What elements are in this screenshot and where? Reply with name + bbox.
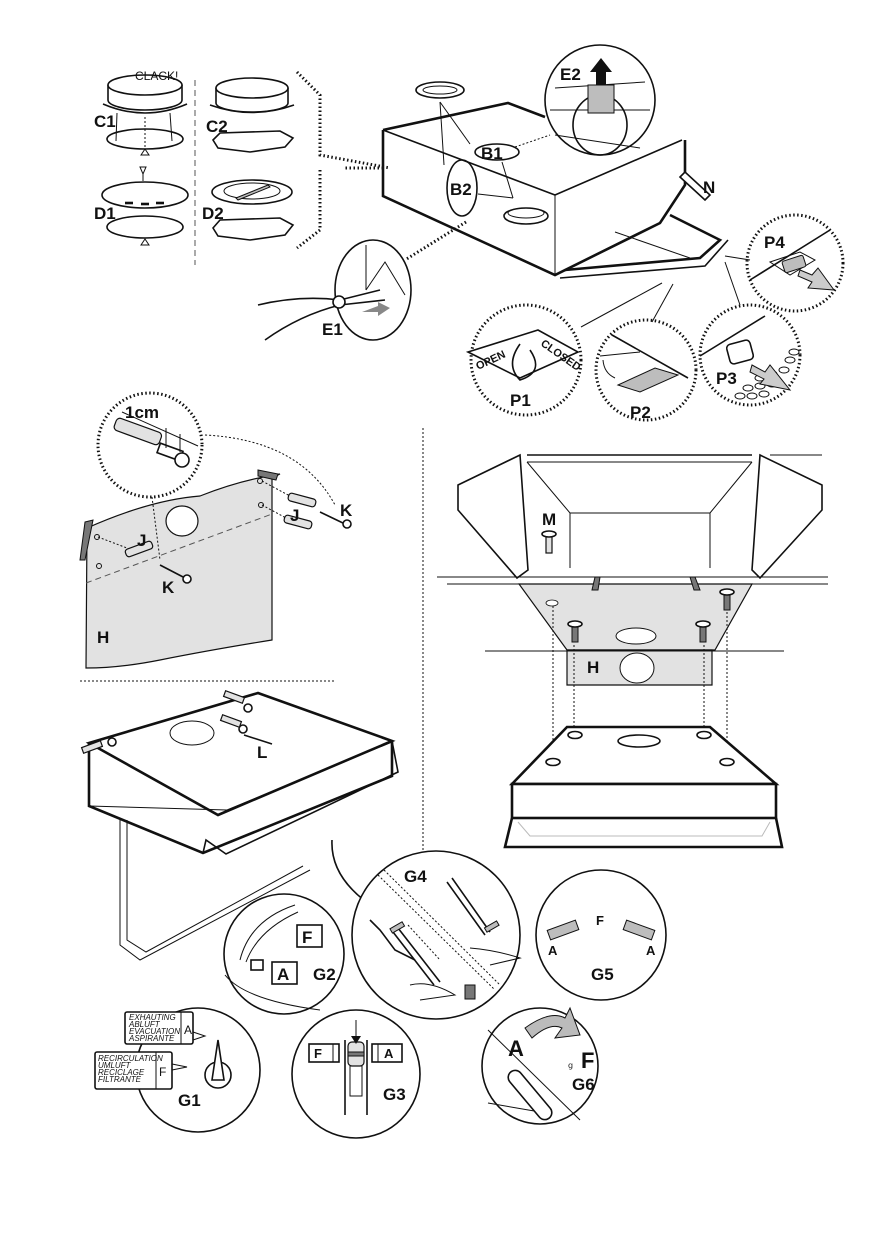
label-j-left: J xyxy=(137,531,146,550)
g5-a-right: A xyxy=(646,943,656,958)
label-p2: P2 xyxy=(630,403,651,422)
detail-g5: F A A G5 xyxy=(535,869,667,1001)
bracket-top xyxy=(295,70,391,170)
label-p4: P4 xyxy=(764,233,785,252)
detail-g4: G4 xyxy=(331,839,522,1020)
g3-a: A xyxy=(384,1046,394,1061)
label-g4: G4 xyxy=(404,867,427,886)
c1-connector xyxy=(102,74,188,156)
g2-f: F xyxy=(302,928,312,947)
plug-j-left xyxy=(97,536,154,558)
detail-g3: F A G3 xyxy=(291,1009,421,1139)
g1-exhaust-line-4: ASPIRANTE xyxy=(128,1034,175,1043)
screw-k-left xyxy=(159,564,192,584)
arrow-down-icon xyxy=(351,1036,361,1044)
g1-recirc-line-4: FILTRANTE xyxy=(98,1075,142,1084)
detail-p3: P3 xyxy=(698,303,802,407)
bracket-bottom xyxy=(296,170,322,250)
opening-b1 xyxy=(474,143,520,161)
label-p3: P3 xyxy=(716,369,737,388)
label-j-right: J xyxy=(290,506,299,525)
label-g2: G2 xyxy=(313,965,336,984)
label-n: N xyxy=(703,178,715,197)
label-g1: G1 xyxy=(178,1091,201,1110)
label-g3: G3 xyxy=(383,1085,406,1104)
g1-exhaust-letter: A xyxy=(184,1023,192,1037)
label-g6: G6 xyxy=(572,1075,595,1094)
screw-l xyxy=(238,724,273,745)
detail-p2: P2 xyxy=(594,318,698,422)
detail-g2: F A G2 xyxy=(223,893,345,1015)
slider-n xyxy=(678,170,712,202)
clack-text: CLACK! xyxy=(135,69,178,83)
g6-a: A xyxy=(508,1036,524,1061)
label-k-left: K xyxy=(162,578,175,597)
label-g5: G5 xyxy=(591,965,614,984)
g2-a: A xyxy=(277,965,289,984)
panel-filter-rings: CLACK! C1 D1 C2 xyxy=(94,69,391,265)
label-d2: D2 xyxy=(202,204,224,223)
panel-switch-details: G4 F A G2 F A A G5 xyxy=(94,839,667,1139)
panel-wall-fixing: J K J K H 1cm xyxy=(79,391,353,669)
g1-exhaust-line-2: ABLUFT xyxy=(128,1020,161,1029)
d1-cover xyxy=(101,166,189,246)
arrow-left-icon xyxy=(362,302,390,316)
label-l: L xyxy=(257,743,267,762)
label-h-ceiling: H xyxy=(587,658,599,677)
g3-f: F xyxy=(314,1046,322,1061)
g5-f: F xyxy=(596,913,604,928)
label-h-wall: H xyxy=(97,628,109,647)
opening-b2 xyxy=(446,159,478,217)
label-k-right: K xyxy=(340,501,353,520)
label-1cm: 1cm xyxy=(125,403,159,422)
label-d1: D1 xyxy=(94,204,116,223)
label-b2: B2 xyxy=(450,180,472,199)
detail-g1: EXHAUTING ABLUFT EVACUATION ASPIRANTE A … xyxy=(94,1007,261,1133)
detail-1cm: 1cm xyxy=(96,391,204,499)
g1-exhaust-line-1: EXHAUTING xyxy=(129,1013,176,1022)
g1-recirc-line-2: UMLUFT xyxy=(98,1061,132,1070)
label-c2: C2 xyxy=(206,117,228,136)
wall-template-h xyxy=(85,473,281,669)
c2-connector xyxy=(209,77,295,153)
g6-small-mark: ց xyxy=(568,1061,573,1070)
label-c1: C1 xyxy=(94,112,116,131)
label-b1: B1 xyxy=(481,144,503,163)
detail-g6: A F ց G6 xyxy=(481,1006,599,1125)
panel-hood-top: B1 B2 N E2 xyxy=(257,44,845,422)
plug-j-right xyxy=(261,480,317,530)
detail-p1: OPEN CLOSED P1 xyxy=(465,303,583,417)
g1-exhaust-line-3: EVACUATION xyxy=(129,1027,180,1036)
panel-hood-wall: L xyxy=(80,689,399,961)
g1-recirc-line-1: RECIRCULATION xyxy=(98,1054,163,1063)
g1-recirc-line-3: RECICLAGE xyxy=(98,1068,145,1077)
g5-a-left: A xyxy=(548,943,558,958)
screw-m xyxy=(541,530,557,554)
screw-k-right xyxy=(319,511,352,529)
g1-recirc-letter: F xyxy=(159,1065,166,1079)
label-p1: P1 xyxy=(510,391,531,410)
label-e2: E2 xyxy=(560,65,581,84)
rotate-arrow-icon xyxy=(524,1006,581,1039)
flange-ring xyxy=(415,81,465,99)
arrow-up-icon xyxy=(590,58,612,85)
label-e1: E1 xyxy=(322,320,343,339)
label-m: M xyxy=(542,510,556,529)
panel-ceiling-mount: M H xyxy=(437,453,828,849)
detail-e1: E1 xyxy=(257,239,412,341)
g6-f: F xyxy=(581,1048,594,1073)
detail-p4: P4 xyxy=(745,213,845,313)
detail-e2: E2 xyxy=(544,44,656,156)
d2-cover xyxy=(211,179,295,241)
